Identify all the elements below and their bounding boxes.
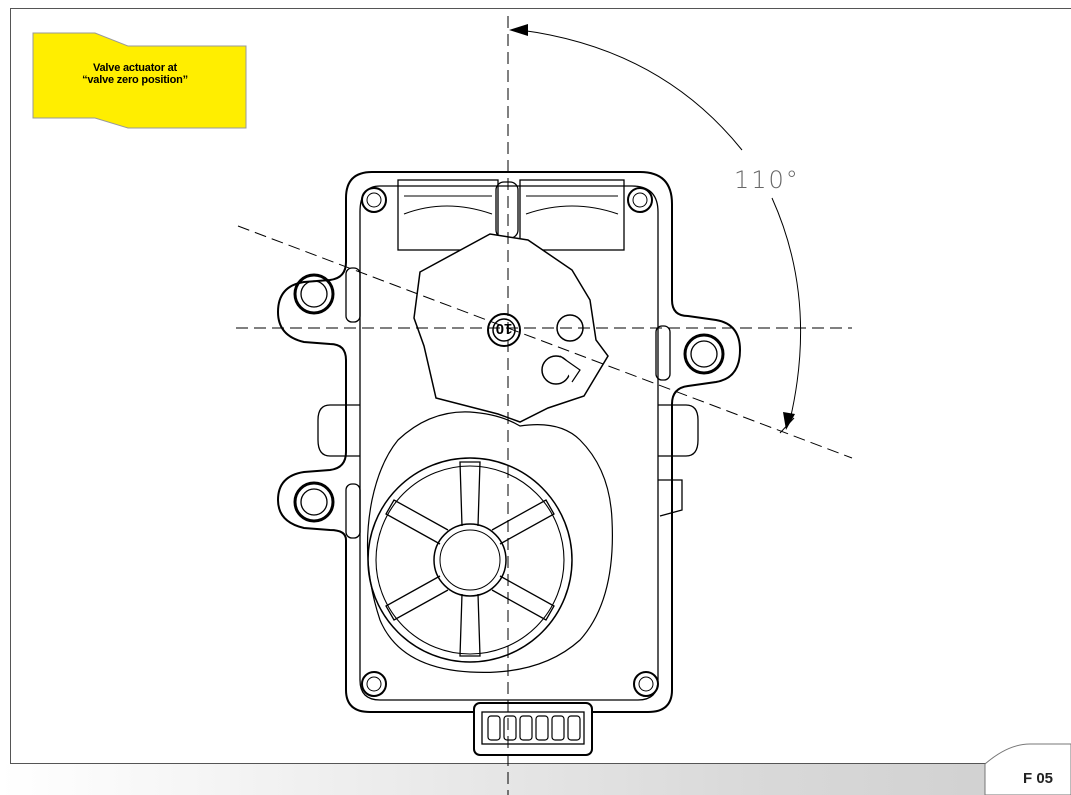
arc-arrowhead-bottom xyxy=(783,412,795,430)
arc-arrowhead-top xyxy=(509,24,528,36)
figure-tab-shape xyxy=(984,743,1071,795)
angle-label: 110° xyxy=(734,166,800,194)
callout-line-2: “valve zero position” xyxy=(82,74,188,86)
housing-outline xyxy=(276,171,742,713)
gear-marking: 10 xyxy=(496,320,513,337)
connector xyxy=(473,702,593,756)
callout-line-1: Valve actuator at xyxy=(92,62,178,74)
footer-bar xyxy=(0,764,1071,795)
callout-label: Valve actuator at “valve zero position” xyxy=(40,62,230,86)
figure-frame xyxy=(10,8,1071,764)
figure-number: F 05 xyxy=(1022,770,1053,787)
callout-box xyxy=(32,32,247,129)
gear-assembly xyxy=(366,411,613,673)
angle-arc xyxy=(519,29,802,421)
center-lines xyxy=(236,16,853,795)
